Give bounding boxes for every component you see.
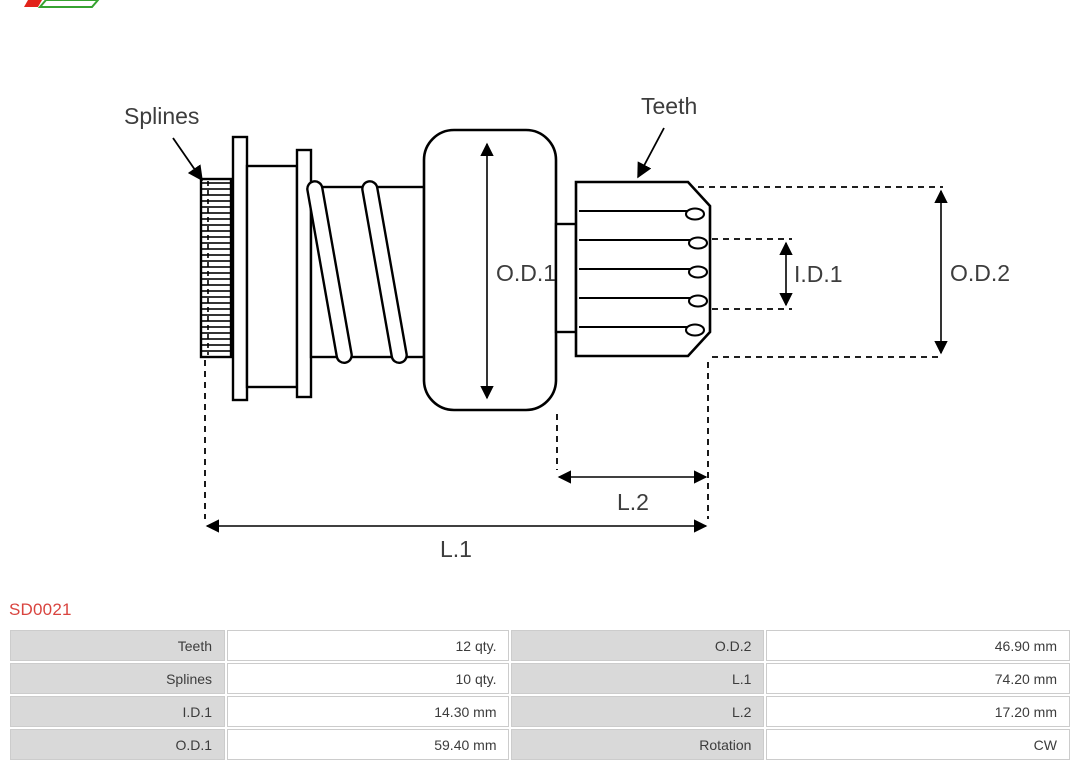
spec-value-cell: 10 qty. [227, 663, 510, 694]
hub-cylinder [245, 164, 299, 389]
extension-lines [204, 186, 943, 519]
dimension-id1: I.D.1 [779, 241, 843, 307]
callout-splines: Splines [124, 103, 203, 182]
spec-value-cell: 46.90 mm [766, 630, 1070, 661]
dimension-l2: L.2 [557, 470, 708, 515]
spec-label-cell: O.D.2 [511, 630, 765, 661]
spec-table: Teeth 12 qty. O.D.2 46.90 mm Splines 10 … [8, 628, 1072, 762]
teeth-label: Teeth [641, 93, 697, 119]
spec-value-cell: 12 qty. [227, 630, 510, 661]
dimension-od1: O.D.1 [480, 142, 556, 400]
dimension-l1: L.1 [205, 519, 708, 562]
spec-label-cell: L.1 [511, 663, 765, 694]
table-row: I.D.1 14.30 mm L.2 17.20 mm [10, 696, 1070, 727]
id1-label: I.D.1 [794, 261, 843, 287]
callout-teeth: Teeth [637, 93, 697, 179]
splines-label: Splines [124, 103, 199, 129]
od2-label: O.D.2 [950, 260, 1010, 286]
logo-fragment [24, 0, 100, 8]
table-row: Splines 10 qty. L.1 74.20 mm [10, 663, 1070, 694]
washer-left [231, 135, 249, 402]
technical-drawing: O.D.1 [24, 0, 1010, 562]
spec-label-cell: Teeth [10, 630, 226, 661]
spec-label-cell: Rotation [511, 729, 765, 760]
table-row: Teeth 12 qty. O.D.2 46.90 mm [10, 630, 1070, 661]
table-row: O.D.1 59.40 mm Rotation CW [10, 729, 1070, 760]
spec-value-cell: 59.40 mm [227, 729, 510, 760]
spring [306, 180, 426, 365]
spec-label-cell: L.2 [511, 696, 765, 727]
l1-label: L.1 [440, 536, 472, 562]
step-ring [554, 222, 578, 334]
dimension-od2: O.D.2 [934, 189, 1010, 355]
splined-shaft [199, 177, 233, 359]
spec-label-cell: Splines [10, 663, 226, 694]
pinion-gear [574, 180, 712, 358]
spec-label-cell: O.D.1 [10, 729, 226, 760]
l2-label: L.2 [617, 489, 649, 515]
spec-value-cell: 17.20 mm [766, 696, 1070, 727]
part-number[interactable]: SD0021 [9, 600, 72, 619]
spec-value-cell: 14.30 mm [227, 696, 510, 727]
od1-label: O.D.1 [496, 260, 556, 286]
spec-value-cell: CW [766, 729, 1070, 760]
starter-drive-diagram: O.D.1 [24, 0, 1010, 562]
spec-value-cell: 74.20 mm [766, 663, 1070, 694]
spec-label-cell: I.D.1 [10, 696, 226, 727]
